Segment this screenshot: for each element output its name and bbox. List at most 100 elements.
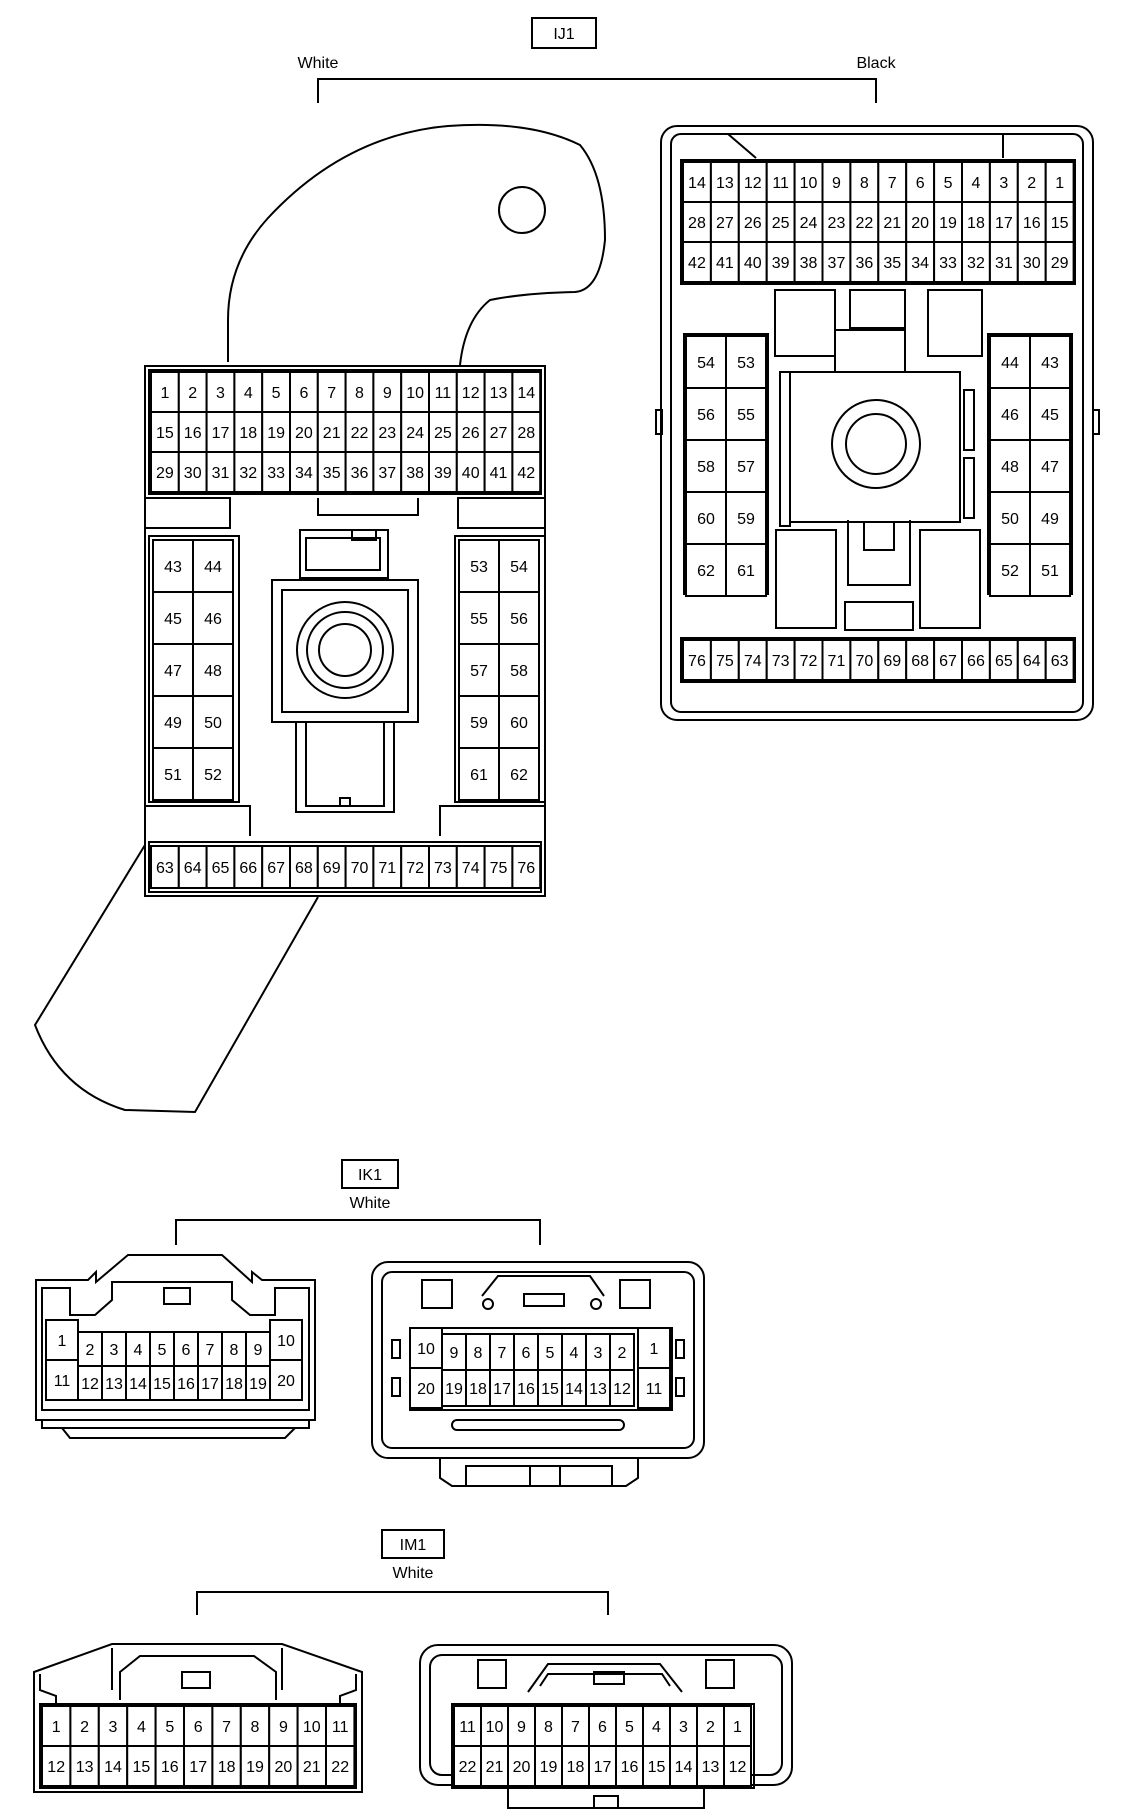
pin-number-label: 7 xyxy=(327,385,336,402)
pin-cell xyxy=(1044,161,1075,203)
pin-cell xyxy=(849,161,880,203)
pin-number-label: 44 xyxy=(204,559,222,576)
pin-cell xyxy=(483,451,514,493)
pin-cell xyxy=(709,241,740,283)
pin-cell xyxy=(150,451,180,493)
pin-cell xyxy=(933,241,963,283)
pin-cell xyxy=(725,491,767,545)
pin-number-label: 9 xyxy=(517,1719,526,1736)
pin-number-label: 59 xyxy=(737,511,755,528)
pin-cell xyxy=(793,241,824,283)
pin-cell xyxy=(289,371,319,413)
pin-cell xyxy=(197,1365,223,1401)
pin-number-label: 10 xyxy=(486,1719,504,1736)
pin-cell xyxy=(609,1369,635,1407)
pin-number-label: 7 xyxy=(571,1719,580,1736)
pin-number-label: 13 xyxy=(716,175,734,192)
pin-number-label: 15 xyxy=(153,1376,171,1393)
pin-cell xyxy=(989,543,1031,597)
pin-cell xyxy=(261,451,292,493)
pin-cell xyxy=(97,1745,129,1787)
pin-number-label: 57 xyxy=(470,663,488,680)
ij1-id-label: IJ1 xyxy=(553,26,574,43)
pin-number-label: 16 xyxy=(184,425,202,442)
pin-number-label: 18 xyxy=(967,215,985,232)
pin-number-label: 55 xyxy=(737,407,755,424)
pin-number-label: 60 xyxy=(510,715,528,732)
pin-number-label: 36 xyxy=(351,465,369,482)
pin-cell xyxy=(725,543,767,597)
pin-cell xyxy=(498,695,540,749)
pin-number-label: 5 xyxy=(165,1719,174,1736)
pin-cell xyxy=(192,695,234,749)
pin-number-label: 16 xyxy=(621,1759,639,1776)
pin-number-label: 34 xyxy=(911,255,929,272)
pin-number-label: 3 xyxy=(594,1345,603,1362)
pin-number-label: 31 xyxy=(995,255,1013,272)
pin-cell xyxy=(988,639,1019,681)
pin-number-label: 17 xyxy=(995,215,1013,232)
pin-number-label: 33 xyxy=(267,465,285,482)
pin-number-label: 20 xyxy=(911,215,929,232)
pin-number-label: 14 xyxy=(688,175,706,192)
pin-number-label: 69 xyxy=(323,860,341,877)
pin-cell xyxy=(455,845,486,889)
pin-number-label: 48 xyxy=(1001,459,1019,476)
pin-number-label: 3 xyxy=(999,175,1008,192)
pin-number-label: 10 xyxy=(406,385,424,402)
pin-cell xyxy=(125,1365,151,1401)
pin-cell xyxy=(642,1745,671,1787)
pin-cell xyxy=(637,1367,671,1409)
pin-number-label: 42 xyxy=(517,465,535,482)
pin-number-label: 64 xyxy=(1023,653,1041,670)
pin-number-label: 74 xyxy=(744,653,762,670)
pin-number-label: 12 xyxy=(613,1381,631,1398)
pin-cell xyxy=(296,1745,328,1787)
pin-number-label: 62 xyxy=(697,563,715,580)
pin-number-label: 13 xyxy=(76,1759,94,1776)
pin-number-label: 38 xyxy=(406,465,424,482)
pin-number-label: 7 xyxy=(498,1345,507,1362)
pin-cell xyxy=(233,451,264,493)
pin-number-label: 43 xyxy=(1041,355,1059,372)
pin-cell xyxy=(126,1705,157,1747)
pin-number-label: 21 xyxy=(883,215,901,232)
pin-number-label: 15 xyxy=(156,425,174,442)
pin-number-label: 22 xyxy=(331,1759,349,1776)
pin-number-label: 1 xyxy=(733,1719,742,1736)
pin-number-label: 3 xyxy=(679,1719,688,1736)
pin-cell xyxy=(344,845,375,889)
pin-number-label: 33 xyxy=(939,255,957,272)
pin-number-label: 32 xyxy=(239,465,257,482)
pin-number-label: 11 xyxy=(646,1381,663,1398)
pin-number-label: 38 xyxy=(800,255,818,272)
pin-cell xyxy=(192,539,234,593)
pin-cell xyxy=(989,439,1031,493)
pin-number-label: 45 xyxy=(1041,407,1059,424)
pin-number-label: 39 xyxy=(434,465,452,482)
pin-number-label: 6 xyxy=(916,175,925,192)
pin-number-label: 70 xyxy=(855,653,873,670)
pin-number-label: 72 xyxy=(406,860,424,877)
pin-cell xyxy=(192,747,234,801)
pin-number-label: 48 xyxy=(204,663,222,680)
pin-number-label: 8 xyxy=(230,1342,239,1359)
pin-number-label: 5 xyxy=(944,175,953,192)
pin-number-label: 65 xyxy=(212,860,230,877)
pin-number-label: 20 xyxy=(277,1373,295,1390)
pin-cell xyxy=(511,371,542,413)
pin-number-label: 21 xyxy=(323,425,341,442)
pin-cell xyxy=(372,845,403,889)
pin-cell xyxy=(205,845,236,889)
pin-cell xyxy=(316,451,347,493)
pin-number-label: 49 xyxy=(164,715,182,732)
pin-number-label: 47 xyxy=(164,663,182,680)
pin-cell xyxy=(221,1365,247,1401)
pin-number-label: 54 xyxy=(510,559,528,576)
pin-number-label: 19 xyxy=(267,425,285,442)
ij1-left-color-label: White xyxy=(298,55,339,72)
pin-number-label: 1 xyxy=(52,1719,61,1736)
pin-number-label: 27 xyxy=(490,425,508,442)
